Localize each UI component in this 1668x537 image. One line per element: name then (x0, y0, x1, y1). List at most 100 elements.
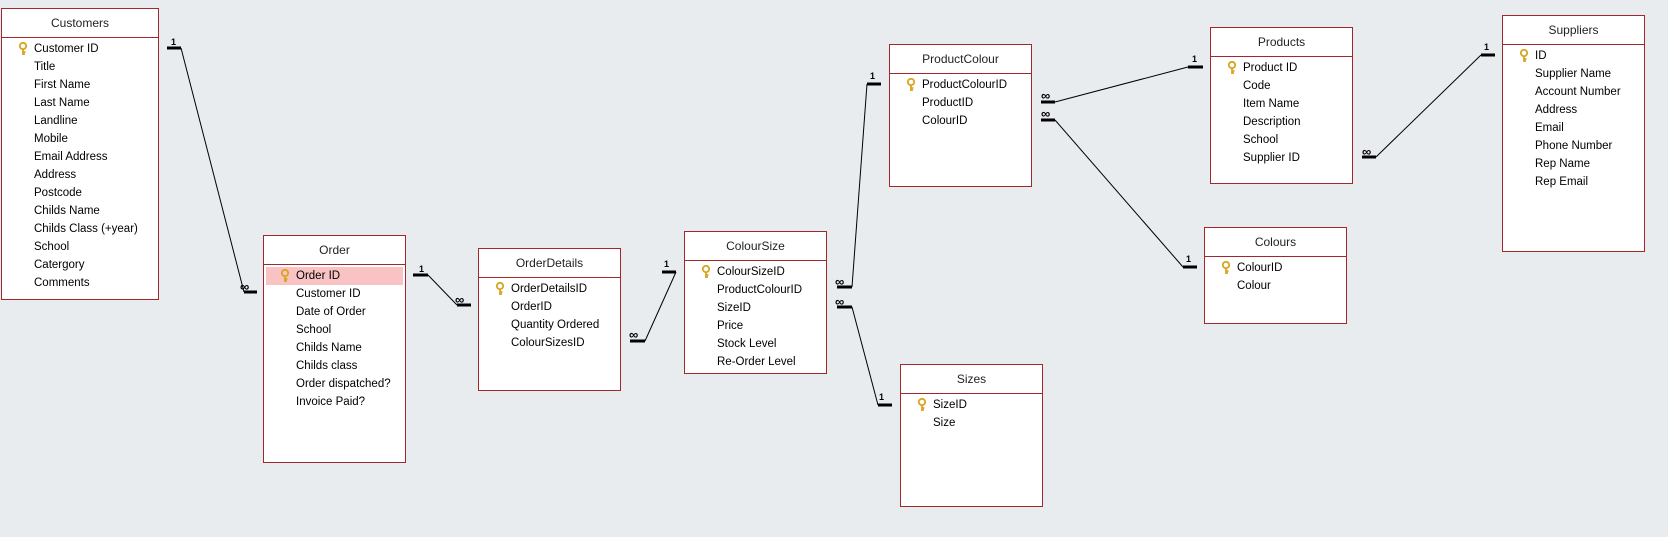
field[interactable]: Item Name (1211, 95, 1352, 113)
field-name: Date of Order (296, 306, 366, 318)
field[interactable]: Supplier Name (1503, 65, 1644, 83)
primary-key-field[interactable]: Order ID (266, 267, 403, 285)
relationship-line[interactable] (851, 83, 868, 288)
field[interactable]: Stock Level (685, 335, 826, 353)
field[interactable]: Description (1211, 113, 1352, 131)
table-title[interactable]: ProductColour (890, 45, 1031, 74)
field[interactable]: Email Address (2, 148, 158, 166)
primary-key-field[interactable]: Product ID (1211, 59, 1352, 77)
primary-key-field[interactable]: ID (1503, 47, 1644, 65)
primary-key-field[interactable]: ProductColourID (890, 76, 1031, 94)
field[interactable]: ColourSizesID (479, 334, 620, 352)
relationship-line[interactable] (1054, 66, 1189, 103)
relationship-line[interactable] (1054, 119, 1184, 268)
field[interactable]: School (264, 321, 405, 339)
table-title[interactable]: Suppliers (1503, 16, 1644, 45)
field[interactable]: Quantity Ordered (479, 316, 620, 334)
field[interactable]: OrderID (479, 298, 620, 316)
field[interactable]: First Name (2, 76, 158, 94)
field[interactable]: Account Number (1503, 83, 1644, 101)
cardinality-many-label: ∞ (1362, 144, 1371, 159)
field[interactable]: Address (2, 166, 158, 184)
field[interactable]: Phone Number (1503, 137, 1644, 155)
relationship-line[interactable] (851, 306, 879, 406)
table-title[interactable]: Products (1211, 28, 1352, 57)
field-name: Childs Class (+year) (34, 223, 138, 235)
field[interactable]: Price (685, 317, 826, 335)
field[interactable]: Catergory (2, 256, 158, 274)
field[interactable]: Invoice Paid? (264, 393, 405, 411)
cardinality-one-label: 1 (171, 37, 177, 47)
field[interactable]: Code (1211, 77, 1352, 95)
relationship-line[interactable] (427, 274, 458, 306)
cardinality-one-label: 1 (879, 392, 885, 402)
field[interactable]: Landline (2, 112, 158, 130)
field-name: Last Name (34, 97, 90, 109)
primary-key-field[interactable]: ColourSizeID (685, 263, 826, 281)
field[interactable]: Childs Name (264, 339, 405, 357)
field[interactable]: Postcode (2, 184, 158, 202)
field[interactable]: Last Name (2, 94, 158, 112)
field[interactable]: Supplier ID (1211, 149, 1352, 167)
field-name: Title (34, 61, 56, 73)
field-name: SizeID (717, 302, 751, 314)
table-title[interactable]: OrderDetails (479, 249, 620, 278)
field[interactable]: Colour (1205, 277, 1346, 295)
field[interactable]: Title (2, 58, 158, 76)
field[interactable]: Order dispatched? (264, 375, 405, 393)
field-name: Item Name (1243, 98, 1300, 110)
primary-key-field[interactable]: SizeID (901, 396, 1042, 414)
field-name: Order ID (296, 270, 341, 282)
table-title[interactable]: Colours (1205, 228, 1346, 257)
field[interactable]: ProductColourID (685, 281, 826, 299)
field[interactable]: Size (901, 414, 1042, 432)
field[interactable]: ColourID (890, 112, 1031, 130)
field[interactable]: Email (1503, 119, 1644, 137)
field-name: School (1243, 134, 1279, 146)
field[interactable]: Mobile (2, 130, 158, 148)
field[interactable]: Childs Class (+year) (2, 220, 158, 238)
field-name: Size (933, 417, 956, 429)
field-name: Childs Name (34, 205, 100, 217)
field[interactable]: School (1211, 131, 1352, 149)
primary-key-field[interactable]: Customer ID (2, 40, 158, 58)
primary-key-field[interactable]: ColourID (1205, 259, 1346, 277)
field[interactable]: SizeID (685, 299, 826, 317)
table-title[interactable]: ColourSize (685, 232, 826, 261)
key-icon (1221, 261, 1231, 274)
field[interactable]: Childs Name (2, 202, 158, 220)
field[interactable]: ProductID (890, 94, 1031, 112)
field[interactable]: Date of Order (264, 303, 405, 321)
relationship-line[interactable] (644, 271, 677, 342)
cardinality-many-label: ∞ (240, 279, 249, 294)
field[interactable]: Address (1503, 101, 1644, 119)
table-title[interactable]: Order (264, 236, 405, 265)
field[interactable]: Re-Order Level (685, 353, 826, 371)
relationship-line[interactable] (180, 47, 245, 293)
field[interactable]: Rep Email (1503, 173, 1644, 191)
field[interactable]: Customer ID (264, 285, 405, 303)
field[interactable]: Childs class (264, 357, 405, 375)
relationship-line[interactable] (1375, 54, 1482, 158)
field-name: Catergory (34, 259, 85, 271)
primary-key-field[interactable]: OrderDetailsID (479, 280, 620, 298)
table-title[interactable]: Sizes (901, 365, 1042, 394)
field[interactable]: School (2, 238, 158, 256)
table-title[interactable]: Customers (2, 9, 158, 38)
field[interactable]: Comments (2, 274, 158, 292)
field[interactable]: Rep Name (1503, 155, 1644, 173)
